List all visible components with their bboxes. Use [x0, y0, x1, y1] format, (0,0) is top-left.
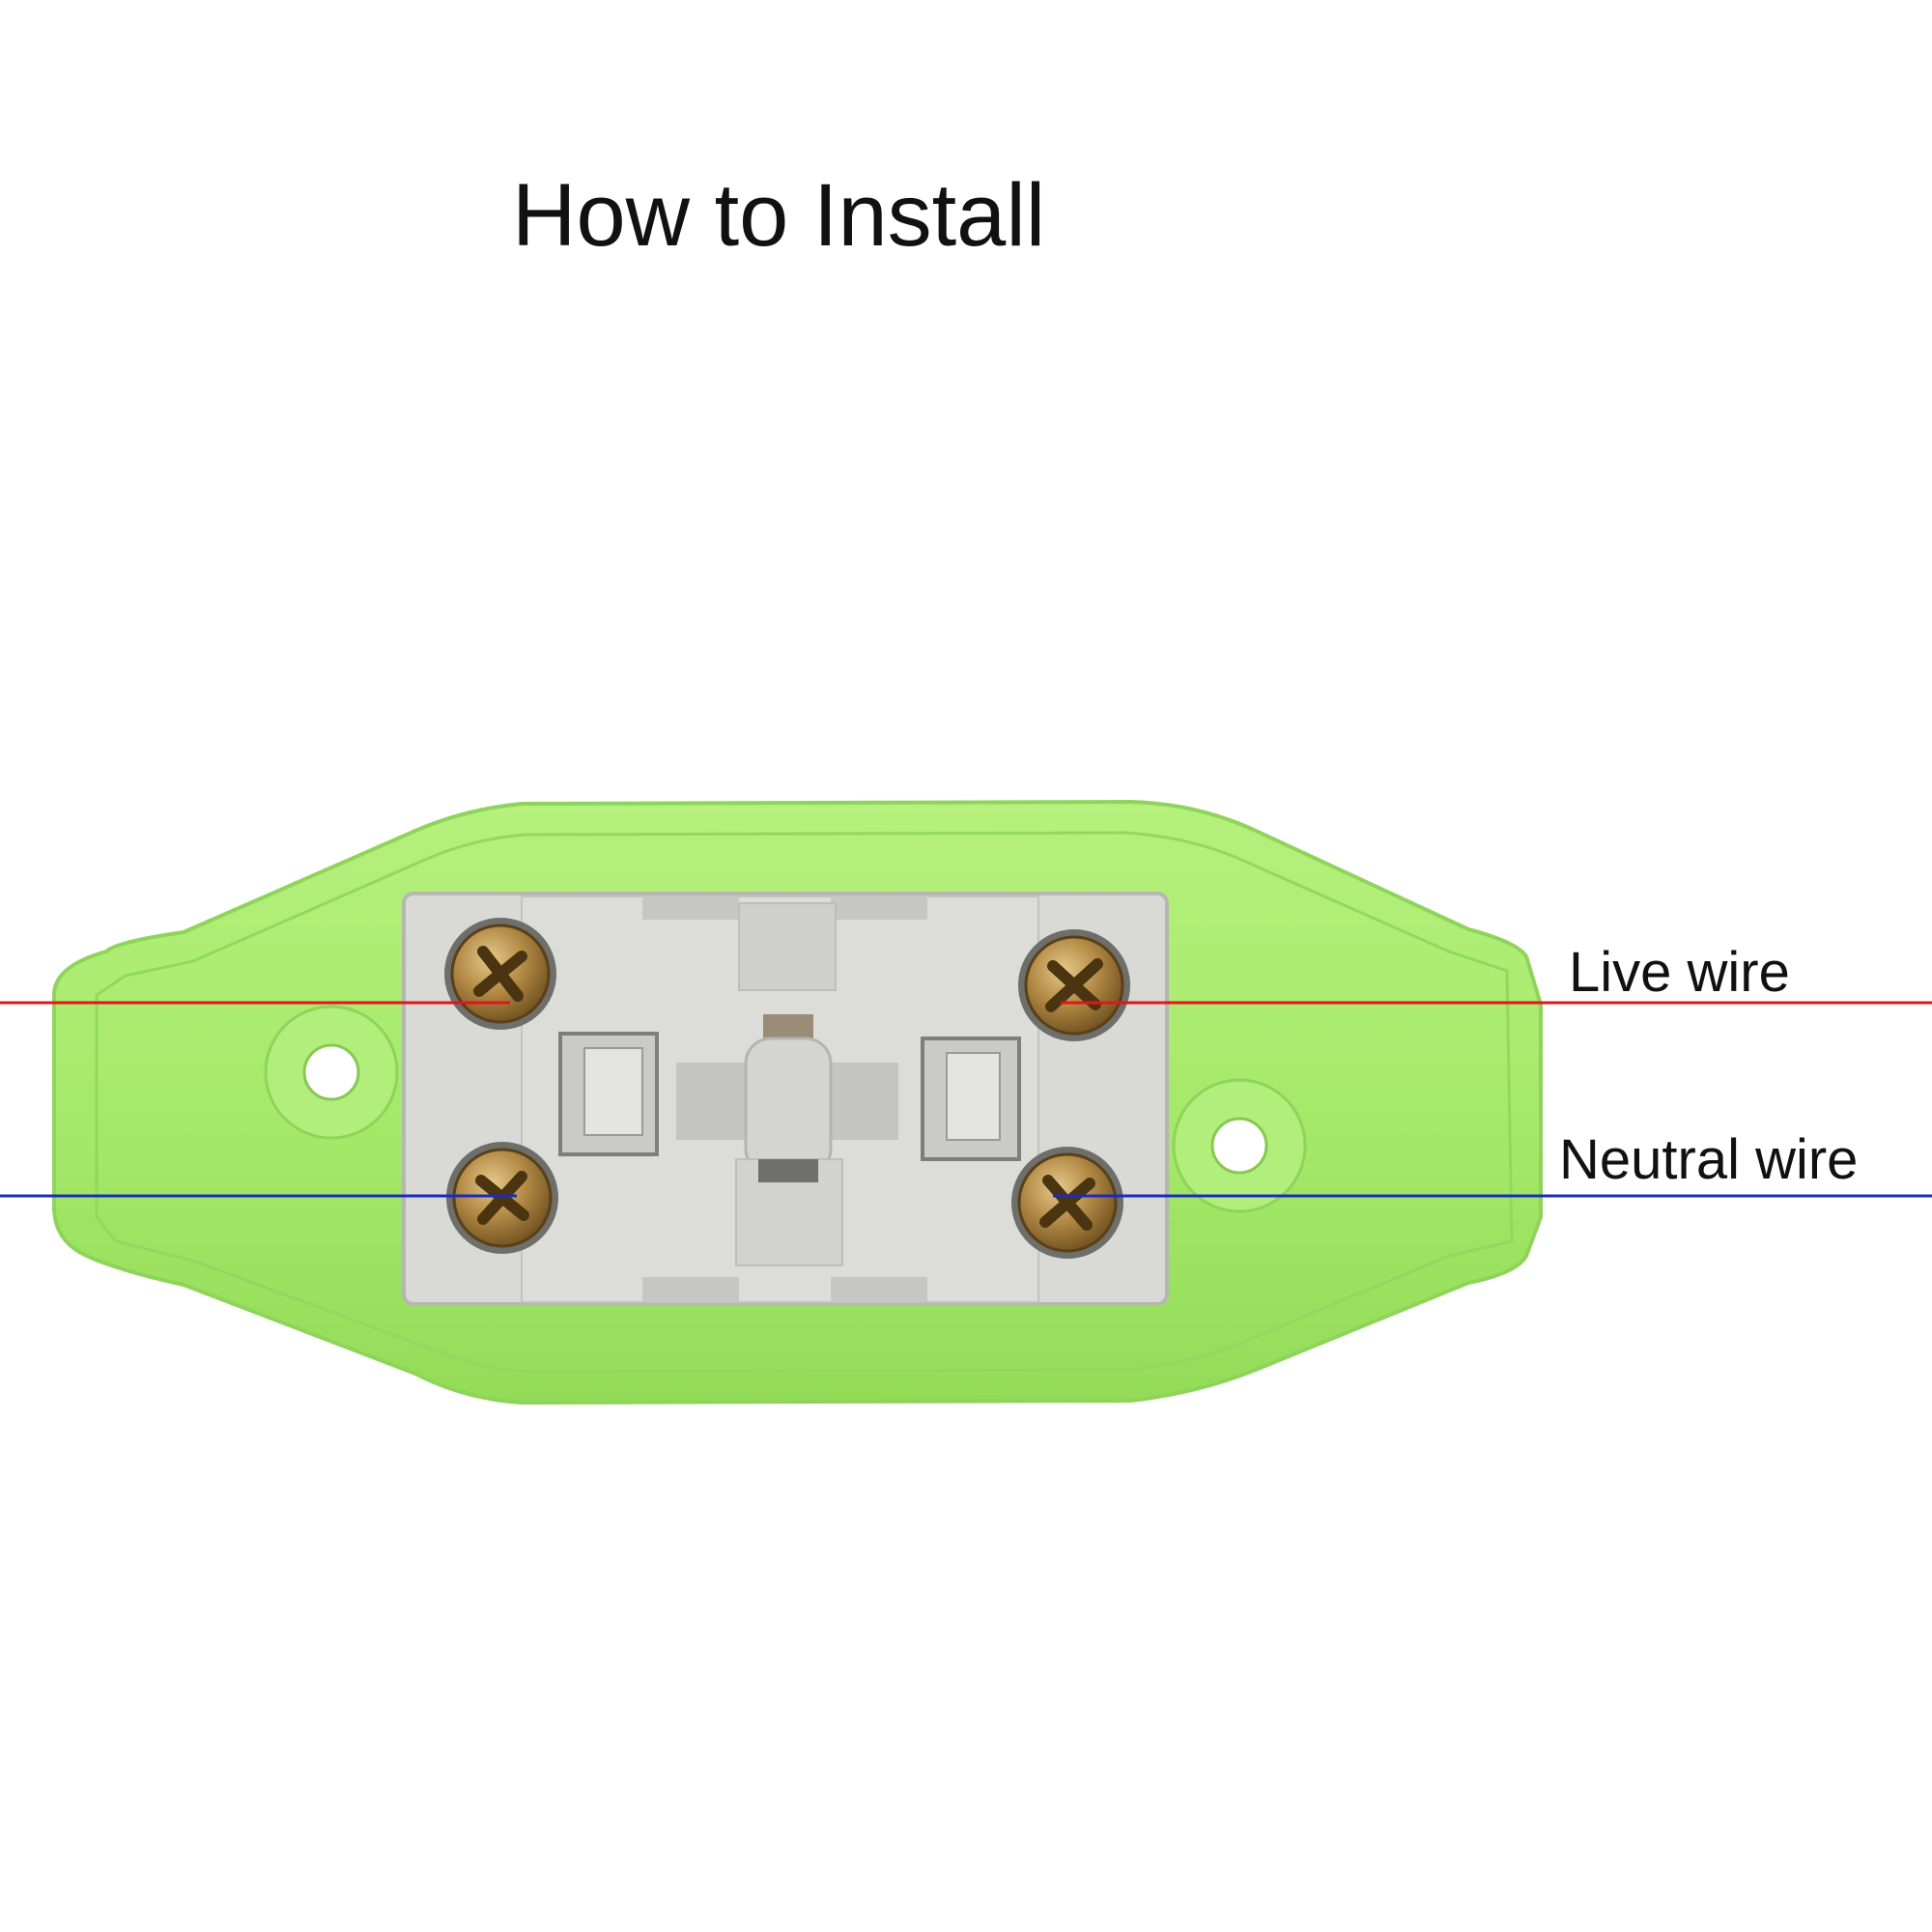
screw-icon [1018, 929, 1130, 1041]
page-title: How to Install [512, 166, 1046, 265]
mounting-hole-left [264, 1005, 399, 1140]
housing-inner-rim [95, 831, 1514, 1374]
screw-icon [1011, 1147, 1123, 1259]
mounting-hole-right [1172, 1078, 1307, 1213]
screw-icon [446, 1142, 558, 1254]
live-wire-label: Live wire [1569, 941, 1790, 1004]
neutral-wire-label: Neutral wire [1559, 1128, 1859, 1191]
terminal-block [402, 892, 1169, 1306]
screw-icon [444, 918, 556, 1030]
